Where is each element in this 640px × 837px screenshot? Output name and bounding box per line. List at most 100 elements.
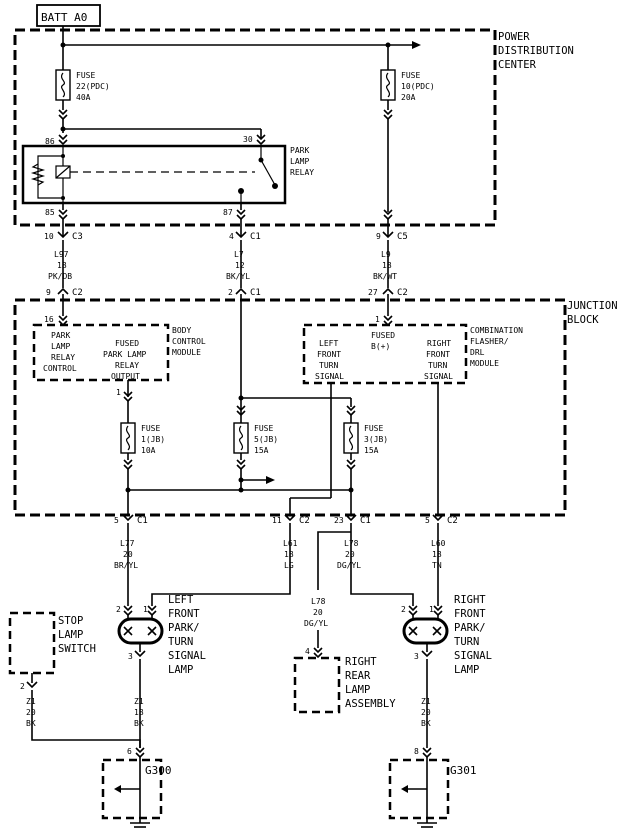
svg-text:L9: L9 [381, 250, 391, 259]
svg-text:BK: BK [134, 719, 144, 728]
batt-box: BATT A0 [36, 4, 101, 27]
svg-text:15A: 15A [254, 446, 269, 455]
svg-text:20: 20 [26, 708, 36, 717]
svg-text:5(JB): 5(JB) [254, 435, 278, 444]
svg-text:C2: C2 [72, 288, 83, 298]
cfm-pin: 1 [375, 315, 380, 324]
svg-text:FUSE: FUSE [364, 424, 383, 433]
g300-ground [101, 757, 163, 828]
svg-text:REAR: REAR [345, 670, 371, 682]
pdc-box [13, 28, 497, 227]
svg-text:18: 18 [57, 261, 67, 270]
svg-text:C3: C3 [72, 232, 83, 242]
svg-text:FUSE: FUSE [401, 71, 420, 80]
svg-text:Z1: Z1 [421, 697, 431, 706]
svg-text:L78: L78 [311, 597, 326, 606]
conn-c1-jb-in: 2 C1 [228, 288, 261, 298]
wire-l9-label: L9 18 BK/WT [373, 250, 397, 281]
svg-text:SWITCH: SWITCH [58, 643, 96, 655]
svg-text:20A: 20A [401, 93, 416, 102]
svg-text:BK: BK [421, 719, 431, 728]
fuse-3 [343, 422, 359, 454]
svg-text:L78: L78 [344, 539, 359, 548]
svg-text:22(PDC): 22(PDC) [76, 82, 110, 91]
conn-c1-jb-out-1: 5 C1 [114, 514, 148, 526]
cfm-module-label: COMBINATION FLASHER/ DRL MODULE [470, 326, 523, 368]
svg-text:Z1: Z1 [26, 697, 36, 706]
svg-text:TN: TN [432, 561, 442, 570]
svg-text:FUSE: FUSE [76, 71, 95, 80]
svg-text:RIGHT: RIGHT [345, 656, 377, 668]
svg-text:C2: C2 [397, 288, 408, 298]
svg-text:DRL: DRL [470, 348, 485, 357]
stop-switch-pin: 2 [20, 682, 25, 691]
right-lamp-pin2: 2 [401, 605, 406, 614]
svg-text:1(JB): 1(JB) [141, 435, 165, 444]
svg-text:PARK/: PARK/ [454, 622, 486, 634]
stop-lamp-switch [8, 611, 56, 675]
right-lamp-pin1: 1 [429, 605, 434, 614]
conn-c2-jb-in-right: 27 C2 [368, 288, 408, 298]
g301-ground [388, 757, 450, 828]
svg-text:2: 2 [228, 288, 233, 297]
svg-text:18: 18 [382, 261, 392, 270]
svg-text:POWER: POWER [498, 31, 530, 43]
svg-text:SIGNAL: SIGNAL [424, 372, 453, 381]
svg-text:C5: C5 [397, 232, 408, 242]
svg-text:FRONT: FRONT [317, 350, 341, 359]
svg-text:18: 18 [284, 550, 294, 559]
left-lamp-pin2: 2 [116, 605, 121, 614]
svg-text:LAMP: LAMP [51, 342, 70, 351]
svg-text:9: 9 [46, 288, 51, 297]
svg-text:JUNCTION: JUNCTION [567, 300, 618, 312]
svg-text:MODULE: MODULE [172, 348, 201, 357]
wire-l77-label: L77 20 BR/YL [114, 539, 138, 570]
svg-text:LAMP: LAMP [58, 629, 83, 641]
svg-text:C2: C2 [447, 516, 458, 526]
fuse-10-label: FUSE 10(PDC) 20A [401, 71, 435, 102]
svg-text:PARK: PARK [51, 331, 70, 340]
svg-text:18: 18 [432, 550, 442, 559]
cfm-left-label: LEFT FRONT TURN SIGNAL [315, 339, 344, 381]
svg-text:C2: C2 [299, 516, 310, 526]
left-lamp-pin1: 1 [143, 605, 148, 614]
svg-text:18: 18 [134, 708, 144, 717]
wire-z1-stop-label: Z1 20 BK [26, 697, 36, 728]
svg-text:SIGNAL: SIGNAL [454, 650, 492, 662]
svg-text:LEFT: LEFT [168, 594, 194, 606]
wire-l97-label: L97 18 PK/DB [48, 250, 72, 281]
fuse-22-label: FUSE 22(PDC) 40A [76, 71, 110, 102]
relay-label: PARK LAMP RELAY [290, 146, 314, 177]
svg-text:20: 20 [313, 608, 323, 617]
bcm-left-label: PARK LAMP RELAY CONTROL [43, 331, 77, 373]
svg-text:BLOCK: BLOCK [567, 314, 599, 326]
svg-text:L97: L97 [54, 250, 69, 259]
wire-z1-right-label: Z1 20 BK [421, 697, 431, 728]
wire-l78-label: L78 20 DG/YL [337, 539, 361, 570]
jb-bus-arrow [266, 476, 275, 484]
relay-pin-86: 86 [45, 137, 55, 146]
body-control-module [32, 323, 170, 382]
svg-text:FLASHER/: FLASHER/ [470, 337, 509, 346]
svg-text:CONTROL: CONTROL [43, 364, 77, 373]
g301-label: G301 [450, 764, 477, 777]
fuse-5 [233, 422, 249, 454]
svg-text:TURN: TURN [319, 361, 338, 370]
combination-flasher-module [302, 323, 468, 385]
g300-pin: 6 [127, 747, 132, 756]
svg-text:PK/DB: PK/DB [48, 272, 72, 281]
svg-text:C1: C1 [250, 288, 261, 298]
svg-text:CONTROL: CONTROL [172, 337, 206, 346]
svg-text:LAMP: LAMP [454, 664, 479, 676]
relay-pin-87: 87 [223, 208, 233, 217]
svg-text:C1: C1 [250, 232, 261, 242]
svg-text:L77: L77 [120, 539, 135, 548]
svg-text:FRONT: FRONT [426, 350, 450, 359]
right-lamp-label: RIGHT FRONT PARK/ TURN SIGNAL LAMP [454, 594, 492, 676]
right-lamp-pin3: 3 [414, 652, 419, 661]
svg-text:TURN: TURN [454, 636, 479, 648]
right-rear-lamp-assembly [293, 656, 341, 714]
fuse-10 [380, 69, 396, 101]
right-front-lamp [402, 617, 449, 645]
bcm-module-label: BODY CONTROL MODULE [172, 326, 206, 357]
